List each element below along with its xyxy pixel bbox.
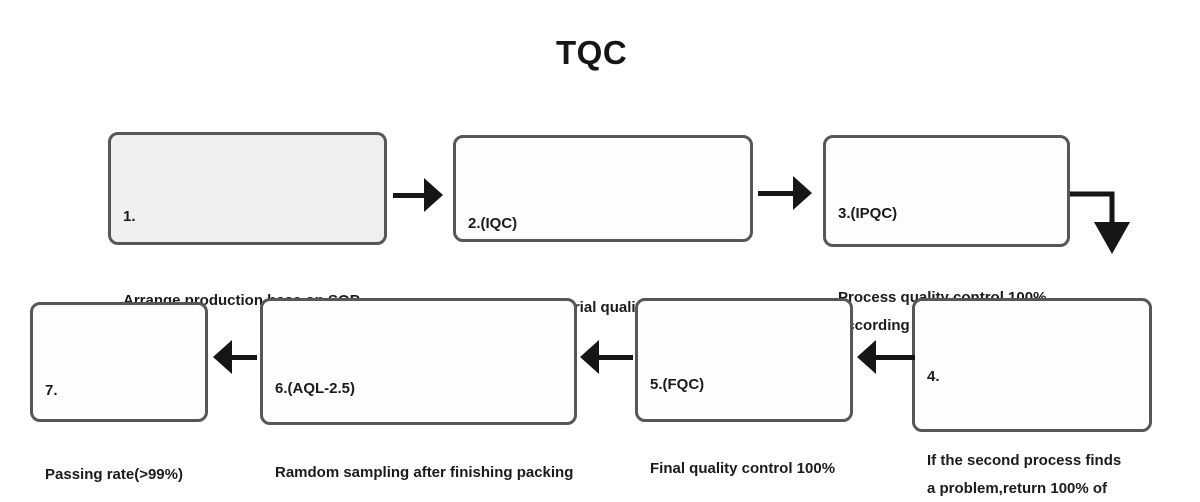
arrow-head [424,178,443,212]
node-2-number: 2.(IQC) [468,215,518,232]
node-7-text: Passing rate(>99%) [45,466,183,483]
arrow-shaft [758,190,793,196]
flow-node-5-fqc: 5.(FQC) Final quality control 100% [635,298,853,477]
arrow-shaft [599,354,633,360]
node-6-text: Ramdom sampling after finishing packing [275,464,574,481]
node-4-number: 4. [927,368,940,385]
arrow-shaft [876,354,915,360]
flow-node-4-return-process: 4. If the second process finds a problem… [912,298,1152,497]
flow-node-6-aql-sampling: 6.(AQL-2.5) Ramdom sampling after finish… [260,298,577,481]
arrow-shaft [232,354,257,360]
arrow-shaft [393,192,424,198]
arrow-left-icon-6-to-7 [213,340,257,374]
arrow-head [213,340,232,374]
arrow-left-icon-5-to-6 [580,340,633,374]
node-5-text: Final quality control 100% [650,460,836,477]
page-title: TQC [556,34,628,71]
node-7-number: 7. [45,382,58,399]
node-1-number: 1. [123,208,136,225]
node-5-number: 5.(FQC) [650,376,705,393]
arrow-right-icon-1-to-2 [393,178,443,212]
node-4-text: If the second process finds a problem,re… [927,452,1122,497]
flow-node-2-iqc: 2.(IQC) Incoming material quality contro… [453,135,753,316]
flow-node-1-arrange-production: 1. Arrange production base on SOP [108,132,387,309]
arrow-right-icon-2-to-3 [758,176,812,210]
node-3-number: 3.(IPQC) [838,205,898,222]
node-6-number: 6.(AQL-2.5) [275,380,356,397]
arrow-left-icon-4-to-5 [857,340,915,374]
arrow-head [580,340,599,374]
arrow-head [857,340,876,374]
arrow-elbow-down-icon-3-to-4 [1070,191,1130,254]
arrow-head [793,176,812,210]
flow-node-3-ipqc: 3.(IPQC) Process quality control 100% ac… [823,135,1070,334]
flow-node-7-passing-rate: 7. Passing rate(>99%) [30,302,208,483]
